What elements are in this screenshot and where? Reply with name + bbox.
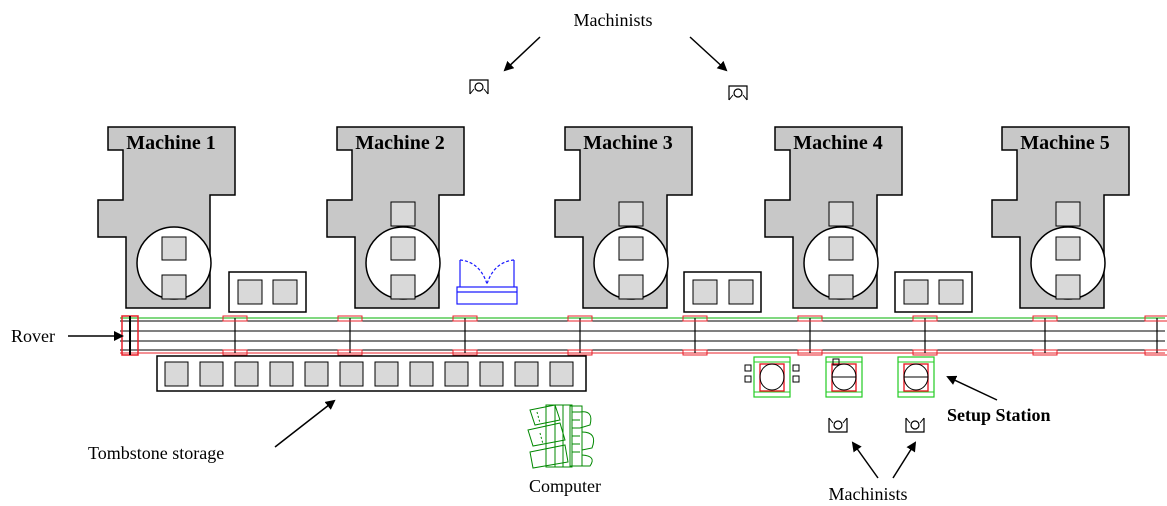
machine-label: Machine 3 [583,132,672,154]
storage-slot [479,361,504,387]
buffer-stand-3 [894,271,973,313]
machine-label: Machine 4 [793,132,882,154]
rail-tie [222,315,248,356]
machine-5: Machine 5 [991,126,1130,309]
machine-4: Machine 4 [764,126,903,309]
pallet-slot [1055,201,1081,227]
buffer-stand-1 [228,271,307,313]
storage-slot [444,361,469,387]
machine-1: Machine 1 [97,126,236,309]
pallet-slot [828,274,854,300]
loading-fixture-icon [456,259,518,305]
storage-slot [409,361,434,387]
pallet-slot [1055,236,1081,261]
tombstone-storage-label: Tombstone storage [88,443,224,463]
machine-label: Machine 1 [126,132,215,154]
rail-tie [912,315,938,356]
storage-slot [269,361,294,387]
arrow-to-machinist-right [689,36,728,72]
arrow-to-setup-station [946,375,998,401]
arrow-to-machinist-bottom-right [892,441,917,479]
machinist-icon [828,417,848,433]
machine-label: Machine 2 [355,132,444,154]
storage-slot [199,361,224,387]
setup-station-1 [744,356,800,398]
machinists-bottom-label: Machinists [829,484,908,504]
rail-tie [797,315,823,356]
storage-slot [234,361,259,387]
setup-station-3 [897,356,935,398]
rail-tie [682,315,708,356]
storage-slot [514,361,539,387]
pallet-slot [618,201,644,227]
arrow-to-machinist-left [503,36,541,72]
storage-slot [549,361,574,387]
rail-tie [337,315,363,356]
setup-station-2 [825,356,863,398]
rail-tie [1032,315,1058,356]
machine-3: Machine 3 [554,126,693,309]
rail-tie [1144,315,1167,356]
machine-2: Machine 2 [326,126,465,309]
rover-rail [120,315,1167,356]
machinist-icon [905,417,925,433]
storage-slot [339,361,364,387]
storage-slot [374,361,399,387]
machines-group: Machine 1 Machine 2 Machine 3 Machine 4 Mach… [97,126,1130,309]
pallet-slot [828,201,854,227]
pallet-slot [161,236,187,261]
pallet-slot [828,236,854,261]
pallet-slot [618,236,644,261]
pallet-slot [618,274,644,300]
storage-slot [164,361,189,387]
pallet-slot [390,236,416,261]
machinist-icon [728,85,748,101]
machinist-icon [469,79,489,95]
rail-tie [567,315,593,356]
pallet-slot [161,274,187,300]
arrow-to-tombstone-storage [274,399,336,448]
rail-tie [452,315,478,356]
machine-label: Machine 5 [1020,132,1109,154]
arrow-to-machinist-bottom-left [851,441,879,479]
buffer-stand-2 [683,271,762,313]
tombstone-storage [156,355,587,392]
machinists-top-label: Machinists [574,10,653,30]
rover-label: Rover [11,326,55,346]
pallet-slot [390,274,416,300]
computer-label: Computer [529,476,601,496]
pallet-slot [390,201,416,227]
pallet-slot [1055,274,1081,300]
storage-slot [304,361,329,387]
computer-icon [527,404,595,469]
machinist-icons [469,79,925,433]
setup-station-label: Setup Station [947,405,1051,425]
